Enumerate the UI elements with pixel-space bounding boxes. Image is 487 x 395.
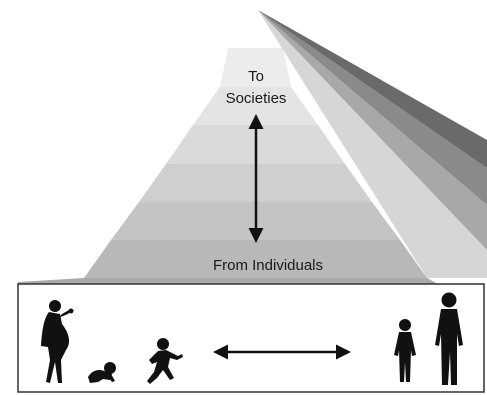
crawling-baby-icon [88, 362, 116, 383]
pyramid-side-facet-4 [258, 10, 487, 168]
pregnant-woman-icon [41, 300, 74, 383]
bottom-label: From Individuals [213, 257, 323, 274]
top-label-line2: Societies [226, 90, 287, 107]
top-label-line1: To [248, 68, 264, 85]
pyramid-side [258, 10, 487, 278]
teen-icon [394, 319, 416, 382]
adult-man-icon [435, 292, 463, 385]
pyramid-band-2 [193, 87, 318, 125]
pyramid-side-facet-2 [258, 10, 487, 250]
pyramid-side-facet-3 [258, 10, 487, 205]
lifespan-panel [17, 283, 485, 393]
pyramid-side-facet-1 [258, 10, 487, 278]
pyramid-band-1 [220, 48, 291, 87]
running-child-icon [147, 338, 183, 384]
pyramid-band-6 [84, 240, 427, 278]
